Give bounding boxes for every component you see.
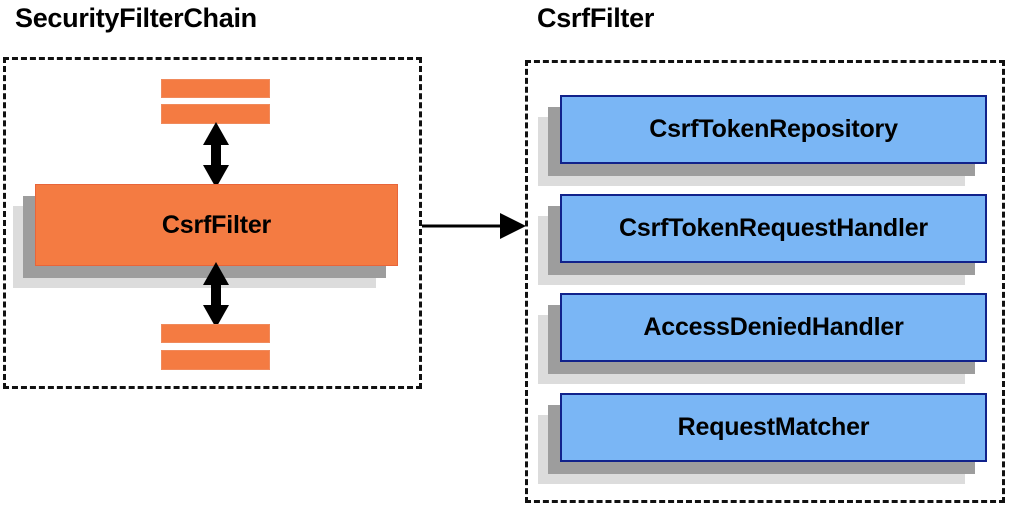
filter-bar-top-1	[161, 79, 270, 98]
arrow-up-down-bottom	[203, 262, 229, 328]
filter-bar-bottom-2	[161, 350, 270, 370]
csrf-filter-collaborators-panel	[525, 60, 1005, 503]
arrow-left-panel-to-right-panel	[422, 213, 526, 239]
csrf-filter-node[interactable]: CsrfFilter	[13, 184, 398, 288]
node-face: CsrfFilter	[35, 184, 398, 266]
collaborator-node-csrf-token-request-handler[interactable]: CsrfTokenRequestHandler	[538, 194, 987, 285]
node-face: CsrfTokenRequestHandler	[560, 194, 987, 263]
node-face: RequestMatcher	[560, 393, 987, 462]
filter-bar-top-2	[161, 104, 270, 124]
collaborator-label: AccessDeniedHandler	[643, 313, 904, 341]
collaborator-label: RequestMatcher	[677, 413, 870, 441]
node-face: AccessDeniedHandler	[560, 293, 987, 362]
collaborator-label: CsrfTokenRequestHandler	[619, 214, 928, 242]
filter-bar-bottom-1	[161, 324, 270, 343]
security-filter-chain-panel	[3, 57, 422, 389]
right-panel-title: CsrfFilter	[537, 3, 655, 33]
left-panel-title: SecurityFilterChain	[15, 3, 257, 33]
collaborator-label: CsrfTokenRepository	[649, 115, 898, 143]
collaborator-node-csrf-token-repository[interactable]: CsrfTokenRepository	[538, 95, 987, 186]
csrf-filter-label: CsrfFilter	[161, 210, 272, 239]
collaborator-node-access-denied-handler[interactable]: AccessDeniedHandler	[538, 293, 987, 384]
collaborator-node-request-matcher[interactable]: RequestMatcher	[538, 393, 987, 484]
node-face: CsrfTokenRepository	[560, 95, 987, 164]
arrow-up-down-top	[203, 122, 229, 188]
